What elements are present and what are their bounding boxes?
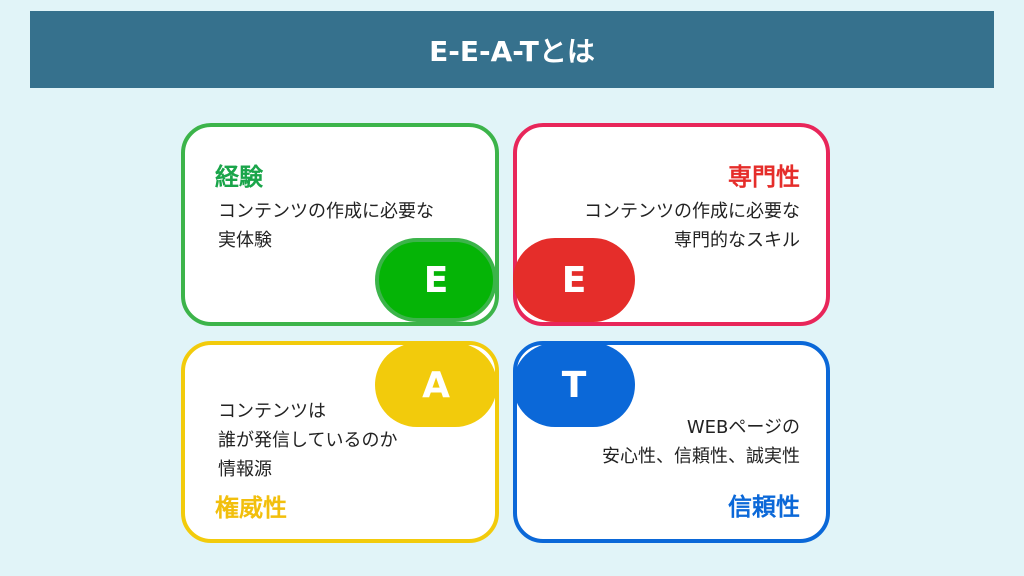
authoritativeness-letter-badge: A xyxy=(375,343,497,427)
trustworthiness-title: 信頼性 xyxy=(728,493,800,521)
trustworthiness-letter: T xyxy=(561,364,587,406)
authoritativeness-title: 権威性 xyxy=(215,494,287,522)
experience-letter: E xyxy=(423,259,449,301)
header-banner: E-E-A-Tとは xyxy=(30,11,994,88)
expertise-letter: E xyxy=(561,259,587,301)
expertise-letter-badge: E xyxy=(513,238,635,322)
expertise-description: コンテンツの作成に必要な 専門的なスキル xyxy=(584,201,800,251)
page-title: E-E-A-Tとは xyxy=(429,34,595,68)
expertise-title: 専門性 xyxy=(728,163,800,191)
authoritativeness-description: コンテンツは 誰が発信しているのか 情報源 xyxy=(218,401,398,480)
authoritativeness-letter: A xyxy=(422,364,450,406)
experience-title: 経験 xyxy=(215,163,263,191)
trustworthiness-description: WEBページの 安心性、信頼性、誠実性 xyxy=(602,417,800,467)
experience-letter-badge: E xyxy=(375,238,497,322)
experience-description: コンテンツの作成に必要な 実体験 xyxy=(218,201,434,251)
trustworthiness-letter-badge: T xyxy=(513,343,635,427)
experience-card: 経験 コンテンツの作成に必要な 実体験 xyxy=(181,123,499,326)
